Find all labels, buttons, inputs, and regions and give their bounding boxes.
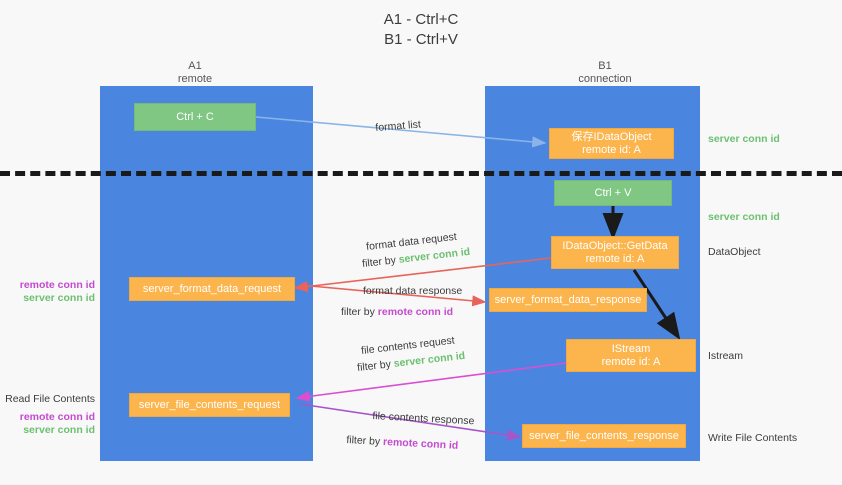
- edge-label-format-data-response-filter: filter by remote conn id: [341, 306, 453, 319]
- filter-key-remote-conn-id-1: remote conn id: [377, 306, 454, 318]
- node-server-format-data-response-label: server_format_data_response: [494, 293, 642, 306]
- node-server-format-data-request[interactable]: server_format_data_request: [129, 277, 295, 301]
- node-server-file-contents-response[interactable]: server_file_contents_response: [522, 424, 686, 448]
- edge-label-file-contents-response: file contents response: [372, 410, 475, 428]
- phase-divider: [0, 171, 842, 176]
- node-server-file-contents-request-label: server_file_contents_request: [138, 398, 281, 411]
- node-save-idataobject-id: remote id: A: [582, 143, 641, 156]
- annotation-server-conn-id-1: server conn id: [23, 292, 95, 304]
- title-line-2: B1 - Ctrl+V: [384, 31, 458, 48]
- filter-prefix-3: filter by: [356, 357, 395, 375]
- node-server-file-contents-request[interactable]: server_file_contents_request: [129, 393, 290, 417]
- lane-b1-sub: connection: [578, 73, 632, 85]
- filter-prefix-2: filter by: [341, 306, 378, 318]
- filter-prefix-4: filter by: [346, 434, 384, 448]
- annotation-read-file-contents: Read File Contents: [5, 393, 95, 405]
- node-getdata-id: remote id: A: [585, 252, 645, 265]
- lane-header-a1: A1 remote: [120, 60, 270, 86]
- node-save-idataobject-label: 保存IDataObject: [571, 130, 652, 143]
- annotation-server-conn-id-mid: server conn id: [708, 211, 780, 223]
- page-title: A1 - Ctrl+C B1 - Ctrl+V: [0, 10, 842, 50]
- node-server-file-contents-response-label: server_file_contents_response: [529, 429, 679, 442]
- annotation-remote-conn-id-2: remote conn id: [19, 411, 95, 423]
- edge-label-format-data-response: format data response: [363, 285, 463, 297]
- annotation-remote-conn-id-1: remote conn id: [19, 279, 95, 291]
- node-istream-label: IStream: [611, 342, 651, 355]
- node-istream-id: remote id: A: [601, 355, 661, 368]
- title-line-1: A1 - Ctrl+C: [383, 11, 459, 28]
- node-ctrl-v-label: Ctrl + V: [594, 186, 632, 199]
- annotation-istream: Istream: [708, 350, 744, 362]
- edge-label-file-contents-response-filter: filter by remote conn id: [346, 434, 459, 453]
- filter-key-remote-conn-id-2: remote conn id: [382, 435, 459, 452]
- node-getdata-label: IDataObject::GetData: [562, 239, 668, 252]
- node-save-idataobject[interactable]: 保存IDataObject remote id: A: [549, 128, 674, 159]
- node-server-format-data-response[interactable]: server_format_data_response: [489, 288, 647, 312]
- lane-a1-name: A1: [188, 60, 202, 72]
- lane-header-b1: B1 connection: [530, 60, 680, 86]
- node-ctrl-c[interactable]: Ctrl + C: [134, 103, 256, 131]
- node-server-format-data-request-label: server_format_data_request: [142, 282, 282, 295]
- node-idataobject-getdata[interactable]: IDataObject::GetData remote id: A: [551, 236, 679, 269]
- annotation-server-conn-id-top: server conn id: [708, 133, 780, 145]
- node-istream[interactable]: IStream remote id: A: [566, 339, 696, 372]
- node-ctrl-c-label: Ctrl + C: [176, 110, 214, 123]
- annotation-dataobject: DataObject: [708, 246, 761, 258]
- node-ctrl-v[interactable]: Ctrl + V: [554, 180, 672, 206]
- filter-prefix-1: filter by: [361, 253, 400, 271]
- lane-b1-name: B1: [598, 60, 612, 72]
- lane-a1-sub: remote: [177, 73, 213, 85]
- edge-label-format-list: format list: [374, 118, 422, 135]
- annotation-server-conn-id-2: server conn id: [23, 424, 95, 436]
- annotation-write-file-contents: Write File Contents: [708, 432, 798, 444]
